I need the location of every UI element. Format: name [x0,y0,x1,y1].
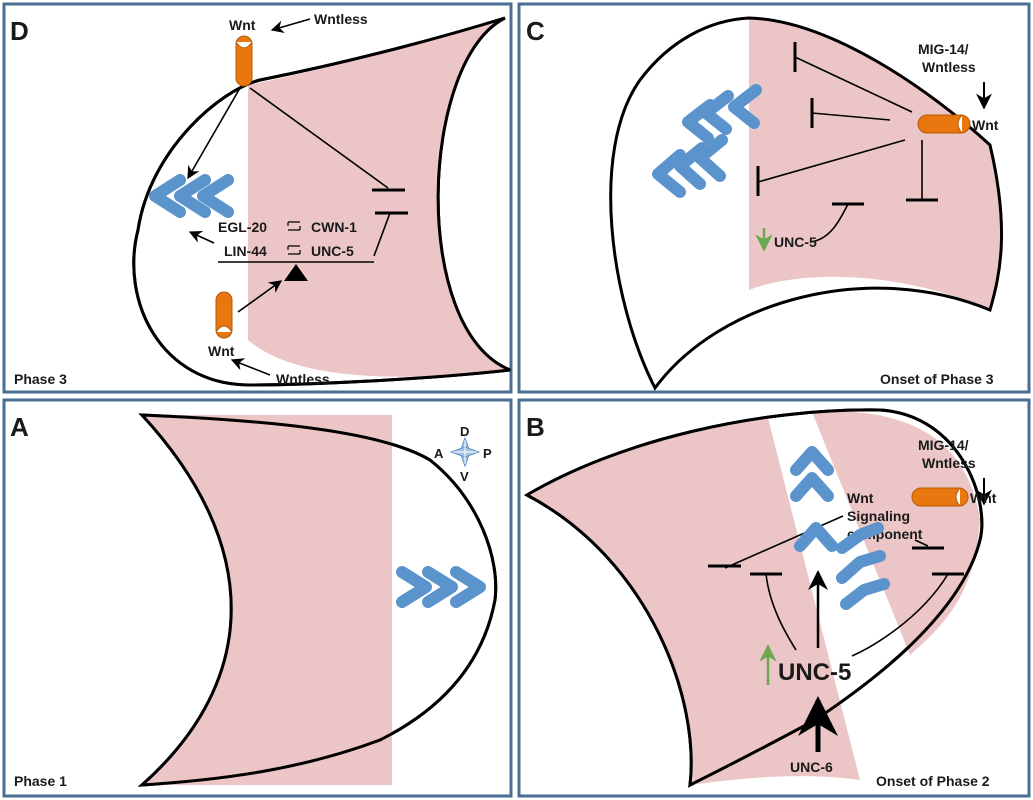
panel-a-cell [137,413,498,787]
panel-b-pink-left [527,418,860,785]
wntless-label-bottom: Wntless [276,371,330,387]
wnt-source-c [917,114,971,134]
unc6-label: UNC-6 [790,759,833,775]
chevron-a-3 [450,566,486,608]
panel-a-letter: A [10,412,29,442]
egl20-label: EGL-20 [218,219,267,235]
chevron-c-5 [674,142,708,190]
panel-a-border [2,398,513,798]
chevron-c-3 [728,84,762,129]
panel-c-pink-region [749,18,1002,310]
chevron-d-3 [197,174,234,218]
chevron-b-6 [840,578,890,610]
panel-a-pink-region [142,415,392,785]
chevron-b-1 [790,446,834,476]
cwn1-label: CWN-1 [311,219,357,235]
wnt-label-bottom: Wnt [208,343,235,359]
mig14-label-c: MIG-14/ [918,41,969,57]
compass-a: A [434,446,444,461]
lin44-label: LIN-44 [224,243,267,259]
wnt-signaling-2: Signaling [847,508,910,524]
chevron-b-3 [794,522,838,552]
wnt-source-bottom [215,291,233,339]
chevron-a-1 [396,566,432,608]
chevron-c-2 [700,90,734,135]
chevron-d-2 [174,174,211,218]
chevron-d-1 [149,174,186,218]
wnt-label-top: Wnt [229,17,256,33]
chevron-b-5 [836,550,886,584]
compass-icon [449,436,481,468]
chevron-a-2 [422,566,458,608]
wnt-source-b [911,487,969,507]
wnt-label-c: Wnt [972,117,999,133]
panel-c-letter: C [526,16,545,46]
wntless-label-c: Wntless [922,59,976,75]
panel-b-pink-right [812,411,980,655]
panel-d-letter: D [10,16,29,46]
panel-d-pink-region [248,18,510,377]
chevron-b-2 [790,472,834,502]
panel-a-phase: Phase 1 [14,773,67,789]
compass-d: D [460,424,469,439]
wntless-label-b: Wntless [922,455,976,471]
panel-b-phase: Onset of Phase 2 [876,773,990,789]
chevron-c-4 [652,149,686,198]
unc5-label-c: UNC-5 [774,234,817,250]
panel-c-phase: Onset of Phase 3 [880,371,994,387]
panel-b-letter: B [526,412,545,442]
compass-v: V [460,469,469,484]
panel-d-phase: Phase 3 [14,371,67,387]
panel-b: B Onset of Phase 2 MIG-14/ Wntless Wnt W… [517,398,1031,798]
mig14-label-b: MIG-14/ [918,437,969,453]
chevron-b-4 [836,522,884,554]
wntless-label-top: Wntless [314,11,368,27]
compass-p: P [483,446,492,461]
wnt-label-b: Wnt [970,490,997,506]
unc5-label-d: UNC-5 [311,243,354,259]
panel-a: A Phase 1 D A P V [2,398,513,798]
chevron-c-6 [694,134,728,182]
panel-d-border [2,2,513,394]
panel-b-cell [523,408,984,788]
panel-c: C Onset of Phase 3 MIG-14/ Wntless Wnt U… [517,2,1031,394]
unc5-label-b: UNC-5 [778,659,851,686]
panel-b-border [517,398,1031,798]
wnt-source-top [235,35,253,87]
panel-c-border [517,2,1031,394]
wnt-signaling-1: Wnt [847,490,874,506]
panel-d: D Phase 3 Wnt Wntless EGL-20 CWN-1 LIN-4… [2,2,513,394]
